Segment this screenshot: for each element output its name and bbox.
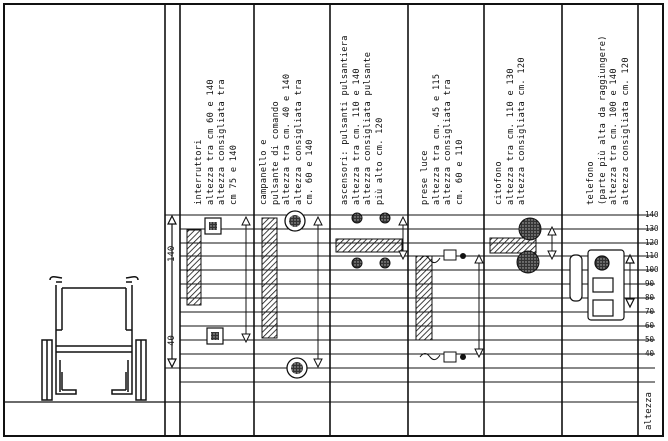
outer-frame xyxy=(3,3,664,437)
column-text-interruttori: interruttori altezza tra cm 60 e 140 alt… xyxy=(194,79,240,205)
col1-line1: interruttori xyxy=(194,139,204,205)
col4-line3: altezza consigliata tra xyxy=(443,79,454,205)
column-text-prese: prese luce altezza tra cm. 45 e 115 alte… xyxy=(420,74,466,205)
scale-tick-130: 130 xyxy=(645,224,659,233)
column-text-citofono: citofono altezza tra cm. 110 e 130 altez… xyxy=(494,57,529,205)
citofono-graphic xyxy=(489,217,557,274)
scale-tick-50: 50 xyxy=(645,335,655,344)
column-text-campanello: campanello e pulsante di comando altezza… xyxy=(259,74,317,205)
col5-line2: altezza tra cm. 110 e 130 xyxy=(505,68,516,205)
scale-ticks xyxy=(638,214,644,369)
scale-tick-110: 110 xyxy=(645,251,659,260)
col6-line1: telefono xyxy=(586,161,596,205)
campanello-graphic xyxy=(261,210,323,379)
col3-line1: ascensori: pulsanti pulsantiera xyxy=(340,35,350,205)
wheelchair-figure xyxy=(41,276,147,401)
col2-line2: pulsante di comando xyxy=(270,100,281,205)
side-range-marker xyxy=(167,214,177,369)
side-mark-40: 40 xyxy=(167,335,177,346)
col6-line4: altezza consigliata cm. 120 xyxy=(620,57,631,205)
col5-line3: altezza consigliata cm. 120 xyxy=(517,57,528,205)
column-text-telefono: telefono (parte più alta da raggiungere)… xyxy=(586,35,632,205)
scale-tick-100: 100 xyxy=(645,265,659,274)
scale-tick-40: 40 xyxy=(645,349,655,358)
column-text-ascensori: ascensori: pulsanti pulsantiera altezza … xyxy=(340,35,386,205)
col1-line4: cm 75 e 140 xyxy=(228,144,239,205)
side-mark-140: 140 xyxy=(167,245,177,262)
col1-line3: altezza consigliata tra xyxy=(217,79,228,205)
scale-tick-90: 90 xyxy=(645,279,655,288)
col6-line2: (parte più alta da raggiungere) xyxy=(597,35,608,205)
interruttori-graphic xyxy=(186,215,251,345)
col6-line3: altezza tra cm. 100 e 140 xyxy=(609,68,620,205)
column-dividers xyxy=(164,4,639,436)
scale-tick-120: 120 xyxy=(645,238,659,247)
ascensori-graphic xyxy=(335,212,408,269)
scale-tick-140: 140 xyxy=(645,210,659,219)
col4-line2: altezza tra cm. 45 e 115 xyxy=(431,73,442,205)
scale-tick-70: 70 xyxy=(645,307,655,316)
telefono-graphic xyxy=(569,249,635,321)
col4-line1: prese luce xyxy=(420,150,430,205)
scale-axis-label: altezza xyxy=(644,392,654,430)
col2-line1: campanello e xyxy=(259,139,269,205)
col2-line4: altezza consigliata tra xyxy=(293,79,304,205)
col3-line3: altezza consigliata pulsante xyxy=(363,51,374,205)
col2-line3: altezza tra cm. 40 e 140 xyxy=(282,73,293,205)
prese-graphic xyxy=(415,249,484,363)
col1-line2: altezza tra cm 60 e 140 xyxy=(205,79,216,205)
col5-line1: citofono xyxy=(494,161,504,205)
col3-line4: più alto cm. 120 xyxy=(374,117,385,205)
col3-line2: altezza tra cm. 110 e 140 xyxy=(351,68,362,205)
col4-line4: cm. 60 e 110 xyxy=(454,139,465,205)
scale-tick-60: 60 xyxy=(645,321,655,330)
col2-line5: cm. 60 e 140 xyxy=(305,139,316,205)
scale-tick-80: 80 xyxy=(645,293,655,302)
